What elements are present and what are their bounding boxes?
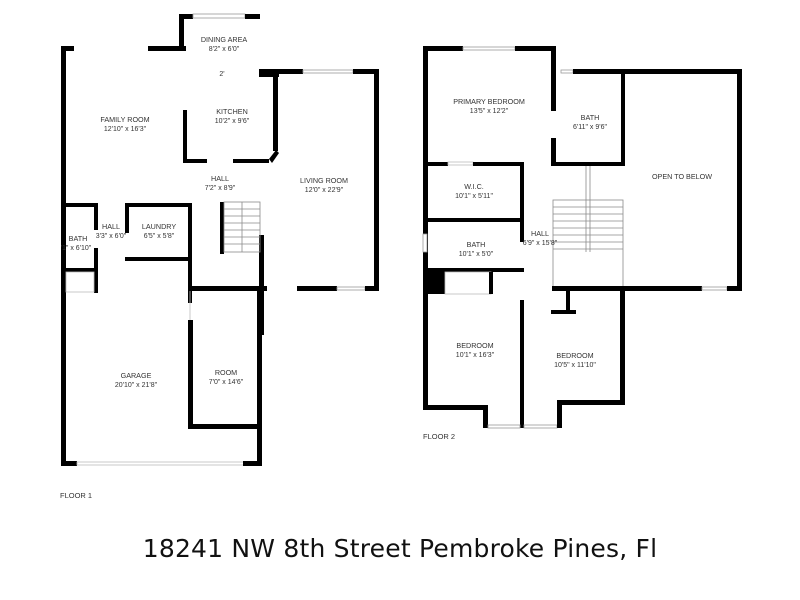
room-label-wic: W.I.C. <box>464 182 484 191</box>
room-label-living-room: LIVING ROOM <box>300 176 348 185</box>
room-dims-hall-small: 3'3" x 6'0" <box>96 233 127 240</box>
room-label-bedroom-left: BEDROOM <box>456 341 493 350</box>
room-label-laundry: LAUNDRY <box>142 222 176 231</box>
room-label-dining-area: DINING AREA <box>201 35 248 44</box>
room-label-open-to-below: OPEN TO BELOW <box>652 172 712 181</box>
room-label-bath-primary: BATH <box>581 113 600 122</box>
floor-1-labels: DINING AREA 8'2" x 6'0" 2' FAMILY ROOM 1… <box>60 35 348 500</box>
room-label-bedroom-right: BEDROOM <box>556 351 593 360</box>
room-dims-hall: 7'2" x 8'9" <box>205 185 236 192</box>
room-dims-dining-area: 8'2" x 6'0" <box>209 46 240 53</box>
staircase-floor-2 <box>552 166 624 289</box>
room-label-bath: BATH <box>69 234 88 243</box>
room-dims-bath-primary: 6'11" x 9'6" <box>573 124 607 131</box>
room-label-hall: HALL <box>211 174 229 183</box>
room-dims-hall-floor-2: 6'9" x 15'8" <box>523 240 558 247</box>
floor-1-label: FLOOR 1 <box>60 491 92 500</box>
room-label-kitchen: KITCHEN <box>216 107 248 116</box>
staircase-floor-1 <box>223 201 261 253</box>
floor-1-plan <box>61 13 379 466</box>
room-dims-kitchen: 10'2" x 9'6" <box>215 118 250 125</box>
room-dims-laundry: 6'5" x 5'8" <box>144 233 175 240</box>
room-label-room: ROOM <box>215 368 237 377</box>
floor-2-labels: PRIMARY BEDROOM 13'5" x 12'2" BATH 6'11"… <box>423 97 712 441</box>
floor-2-label: FLOOR 2 <box>423 432 455 441</box>
room-label-hall-small: HALL <box>102 222 120 231</box>
room-dims-living-room: 12'0" x 22'9" <box>305 187 344 194</box>
room-dims-family-room: 12'10" x 16'3" <box>104 126 147 133</box>
room-label-bath-floor-2: BATH <box>467 240 486 249</box>
room-dims-wic: 10'1" x 5'11" <box>455 193 493 200</box>
room-dims-bedroom-left: 10'1" x 16'3" <box>456 352 495 359</box>
property-address-title: 18241 NW 8th Street Pembroke Pines, Fl <box>142 534 658 563</box>
room-label-garage: GARAGE <box>121 371 152 380</box>
floor-2-plan <box>422 46 742 429</box>
room-dims-room: 7'0" x 14'6" <box>209 379 244 386</box>
room-dims-garage: 20'10" x 21'8" <box>115 382 158 389</box>
annotation-2ft: 2' <box>219 71 224 78</box>
room-dims-bedroom-right: 10'5" x 11'10" <box>554 362 596 369</box>
room-dims-primary-bedroom: 13'5" x 12'2" <box>470 108 509 115</box>
room-label-family-room: FAMILY ROOM <box>100 115 149 124</box>
room-dims-bath: '1" x 6'10" <box>61 245 92 252</box>
room-dims-bath-floor-2: 10'1" x 5'0" <box>459 251 494 258</box>
room-label-primary-bedroom: PRIMARY BEDROOM <box>453 97 525 106</box>
room-label-hall-floor-2: HALL <box>531 229 549 238</box>
